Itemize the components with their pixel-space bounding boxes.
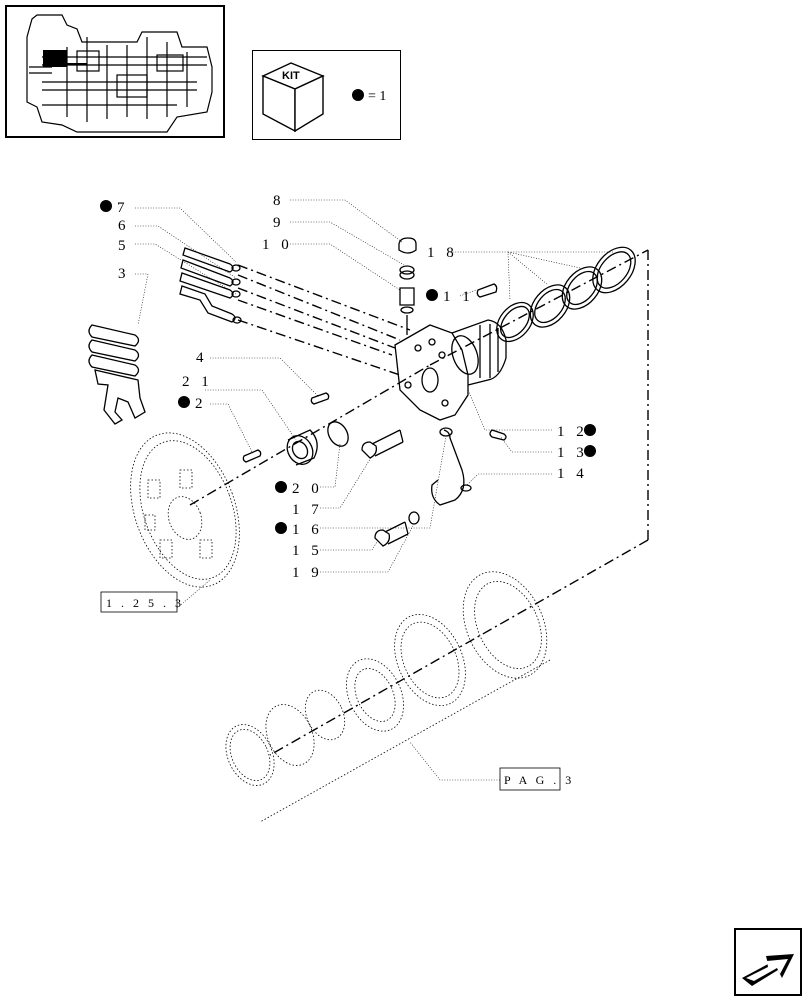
seal-rings-part-18 xyxy=(496,246,636,343)
reference-1-25-3[interactable]: 1 . 2 5 . 3 xyxy=(100,591,184,613)
gear-pack-ghost xyxy=(225,571,548,786)
flywheel-ghost xyxy=(130,432,240,588)
pto-housing xyxy=(394,319,507,421)
kit-legend: KIT = 1 xyxy=(252,50,401,140)
kit-cube-icon xyxy=(261,62,325,133)
filled-dot-icon xyxy=(275,522,287,534)
callout-5: 5 xyxy=(118,238,130,254)
callout-3: 3 xyxy=(118,266,130,282)
filled-dot-icon xyxy=(275,481,287,493)
callout-16: 1 6 xyxy=(275,522,323,538)
transmission-overview-thumbnail xyxy=(5,5,225,138)
filled-dot-icon xyxy=(584,424,596,436)
callout-10: 1 0 xyxy=(262,237,293,253)
kit-equals-label: = 1 xyxy=(368,89,386,104)
callout-11: 1 1 xyxy=(426,289,474,305)
callout-13: 1 3 xyxy=(557,445,596,461)
svg-text:1 3: 1 3 xyxy=(557,445,588,461)
filled-dot-icon xyxy=(100,200,112,212)
pin-part-13 xyxy=(489,429,507,441)
oring-part-14 xyxy=(439,427,453,437)
svg-text:2: 2 xyxy=(195,396,207,412)
callout-20: 2 0 xyxy=(275,481,323,497)
rods-part-6-5 xyxy=(179,247,242,324)
next-page-arrow-icon xyxy=(742,954,794,986)
svg-text:2 0: 2 0 xyxy=(292,481,323,497)
transmission-overview-icon xyxy=(26,14,213,133)
bolt-part-17 xyxy=(361,429,404,459)
callout-2: 2 xyxy=(178,396,207,412)
callout-18: 1 8 xyxy=(427,245,458,261)
bushing-part-21 xyxy=(286,429,318,466)
shift-forks-part-3 xyxy=(88,324,146,425)
kit-badge-label: KIT xyxy=(282,70,300,82)
callout-6: 6 xyxy=(118,218,130,234)
pin-part-11 xyxy=(476,283,498,298)
callout-14: 1 4 xyxy=(557,466,588,482)
filled-dot-icon xyxy=(426,289,438,301)
callout-19: 1 9 xyxy=(292,565,323,581)
callout-4: 4 xyxy=(196,350,208,366)
next-page-button[interactable] xyxy=(734,928,802,996)
callout-21: 2 1 xyxy=(182,374,213,390)
oring-part-20 xyxy=(327,421,349,447)
callout-17: 1 7 xyxy=(292,502,323,518)
reference-pag-3[interactable]: P A G . 3 xyxy=(499,767,574,791)
callout-9: 9 xyxy=(273,215,285,231)
dowel-part-2 xyxy=(242,449,262,463)
filled-dot-icon xyxy=(584,445,596,457)
callout-7: 7 xyxy=(100,200,129,216)
svg-text:P A G . 3: P A G . 3 xyxy=(504,773,574,787)
callout-8: 8 xyxy=(273,193,285,209)
filled-dot-icon xyxy=(178,396,190,408)
filled-dot-icon xyxy=(352,89,364,101)
svg-text:7: 7 xyxy=(117,200,129,216)
callout-15: 1 5 xyxy=(292,543,323,559)
svg-text:1 6: 1 6 xyxy=(292,522,323,538)
washer-part-15 xyxy=(408,511,420,525)
highlight-section xyxy=(43,50,67,67)
svg-text:1 . 2 5 . 3: 1 . 2 5 . 3 xyxy=(106,596,184,610)
svg-text:1 2: 1 2 xyxy=(557,424,588,440)
bolt-part-16 xyxy=(374,521,409,547)
pin-part-4 xyxy=(310,392,330,405)
pipe-part-14 xyxy=(431,429,465,506)
callout-12: 1 2 xyxy=(557,424,596,440)
cap-part xyxy=(398,237,417,335)
svg-text:1 1: 1 1 xyxy=(443,289,474,305)
